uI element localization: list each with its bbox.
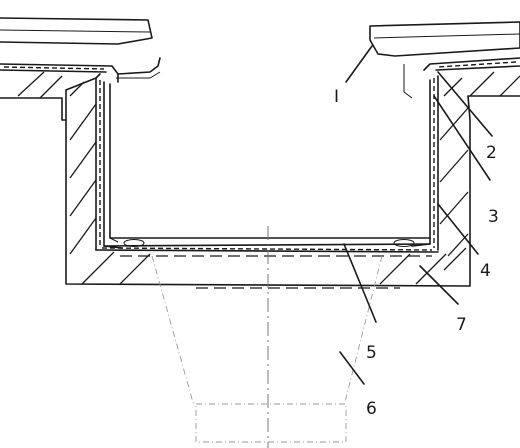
left-flange [0,57,161,83]
label-detail: I [334,87,339,107]
leader-3 [433,95,491,181]
left-top-plate [0,17,153,45]
dashed-reference-lines [120,255,432,289]
label-7: 7 [456,315,467,335]
label-3: 3 [488,207,499,227]
right-wall-hatching [439,71,520,257]
leader-detail [345,45,373,83]
leader-5 [343,243,377,323]
label-5: 5 [366,343,377,363]
leader-2 [437,71,493,137]
leader-7 [419,265,459,305]
concrete-body [0,73,520,287]
leader-6 [339,351,365,385]
drain-funnel [151,226,383,448]
callout-labels: I 2 3 4 5 7 6 [334,87,499,419]
bottom-hatching [81,247,467,285]
leader-4 [437,203,479,255]
label-4: 4 [480,261,491,281]
left-wall-hatching [17,71,97,255]
membrane-layer [99,78,435,251]
leader-lines [339,45,493,385]
right-top-plate [369,21,520,57]
right-flange [403,57,520,99]
label-2: 2 [486,143,497,163]
label-6: 6 [366,399,377,419]
